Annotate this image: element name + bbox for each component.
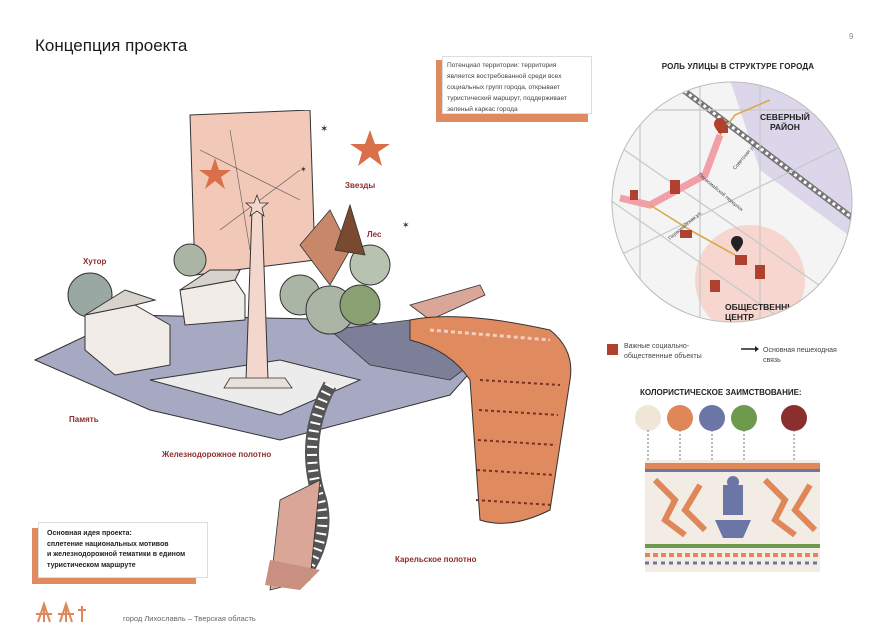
star-icon: ✶	[300, 165, 307, 174]
label-railway: Железнодорожное полотно	[162, 450, 272, 459]
label-karelian: Карельское полотно	[395, 555, 477, 564]
location-pin-icon	[731, 236, 743, 252]
main-idea-note: Основная идея проекта: сплетение национа…	[32, 522, 208, 584]
idea-line: Основная идея проекта:	[47, 530, 132, 537]
note-line: является востребованной среди всех	[447, 73, 562, 80]
legend-route-label: Основная пешеходная связь	[763, 347, 837, 364]
object-icon	[755, 265, 765, 279]
page-title: Концепция проекта	[35, 36, 188, 55]
object-icon	[670, 180, 680, 194]
color-swatch	[635, 405, 661, 431]
star-icon	[199, 158, 231, 189]
star-icon	[350, 130, 390, 166]
idea-line: туристическом маршруте	[47, 561, 136, 569]
color-swatch	[731, 405, 757, 431]
embroidery-sample	[645, 460, 820, 572]
potential-note: Потенциал территории: территория являетс…	[436, 56, 596, 122]
public-center-label: ЦЕНТР	[725, 312, 754, 322]
street-map: СЕВЕРНЫЙ РАЙОН ОБЩЕСТВЕННЫЙ ЦЕНТР Советс…	[611, 81, 853, 323]
tree	[339, 284, 381, 326]
note-line: Потенциал территории: территория	[447, 62, 557, 69]
map-title: РОЛЬ УЛИЦЫ В СТРУКТУРЕ ГОРОДА	[661, 62, 815, 71]
page-number: 9	[849, 32, 854, 41]
concept-illustration: ✶ ✶ ✶	[33, 110, 572, 591]
object-icon	[680, 230, 692, 238]
note-line: туристический маршрут, поддерживает	[447, 95, 567, 102]
public-center-zone	[695, 225, 805, 322]
label-forest: Лес	[367, 230, 382, 239]
color-swatch	[699, 405, 725, 431]
tree	[334, 203, 366, 256]
note-box: Потенциал территории: территория являетс…	[442, 56, 592, 114]
arrow-right-icon	[741, 346, 759, 352]
label-stars: Звезды	[345, 181, 376, 190]
public-center-label: ОБЩЕСТВЕННЫЙ	[725, 301, 802, 312]
color-swatch	[667, 405, 693, 431]
note-line: зеленый каркас города	[447, 106, 518, 113]
idea-line: и железнодорожной тематики в едином	[47, 551, 186, 558]
north-district-label: РАЙОН	[770, 121, 800, 132]
object-icon	[630, 190, 638, 200]
north-district-label: СЕВЕРНЫЙ	[760, 111, 810, 122]
idea-line: сплетение национальных мотивов	[47, 540, 169, 548]
label-khutor: Хутор	[83, 257, 107, 266]
ornament-logo-icon	[36, 600, 86, 623]
tree	[173, 243, 207, 277]
tree	[349, 244, 391, 286]
object-icon	[735, 255, 747, 265]
legend-objects-swatch	[607, 344, 618, 355]
label-memory: Память	[69, 415, 99, 424]
color-swatch	[781, 405, 807, 431]
star-icon: ✶	[320, 124, 328, 135]
footer-text: город Лихославль – Тверская область	[123, 614, 256, 623]
legend-objects-label: Важные социально-общественные объекты	[624, 343, 702, 360]
swatch-leader-lines	[647, 430, 795, 460]
karelian-cloth	[409, 316, 572, 524]
color-borrowing-title: КОЛОРИСТИЧЕСКОЕ ЗАИМСТВОВАНИЕ:	[640, 388, 802, 397]
idea-box: Основная идея проекта: сплетение национа…	[38, 522, 208, 578]
note-line: социальных групп города, открывает	[447, 84, 560, 91]
obelisk-star-icon	[244, 193, 270, 217]
star-icon: ✶	[402, 220, 410, 230]
location-pin-icon	[714, 118, 726, 134]
object-icon	[710, 280, 720, 292]
